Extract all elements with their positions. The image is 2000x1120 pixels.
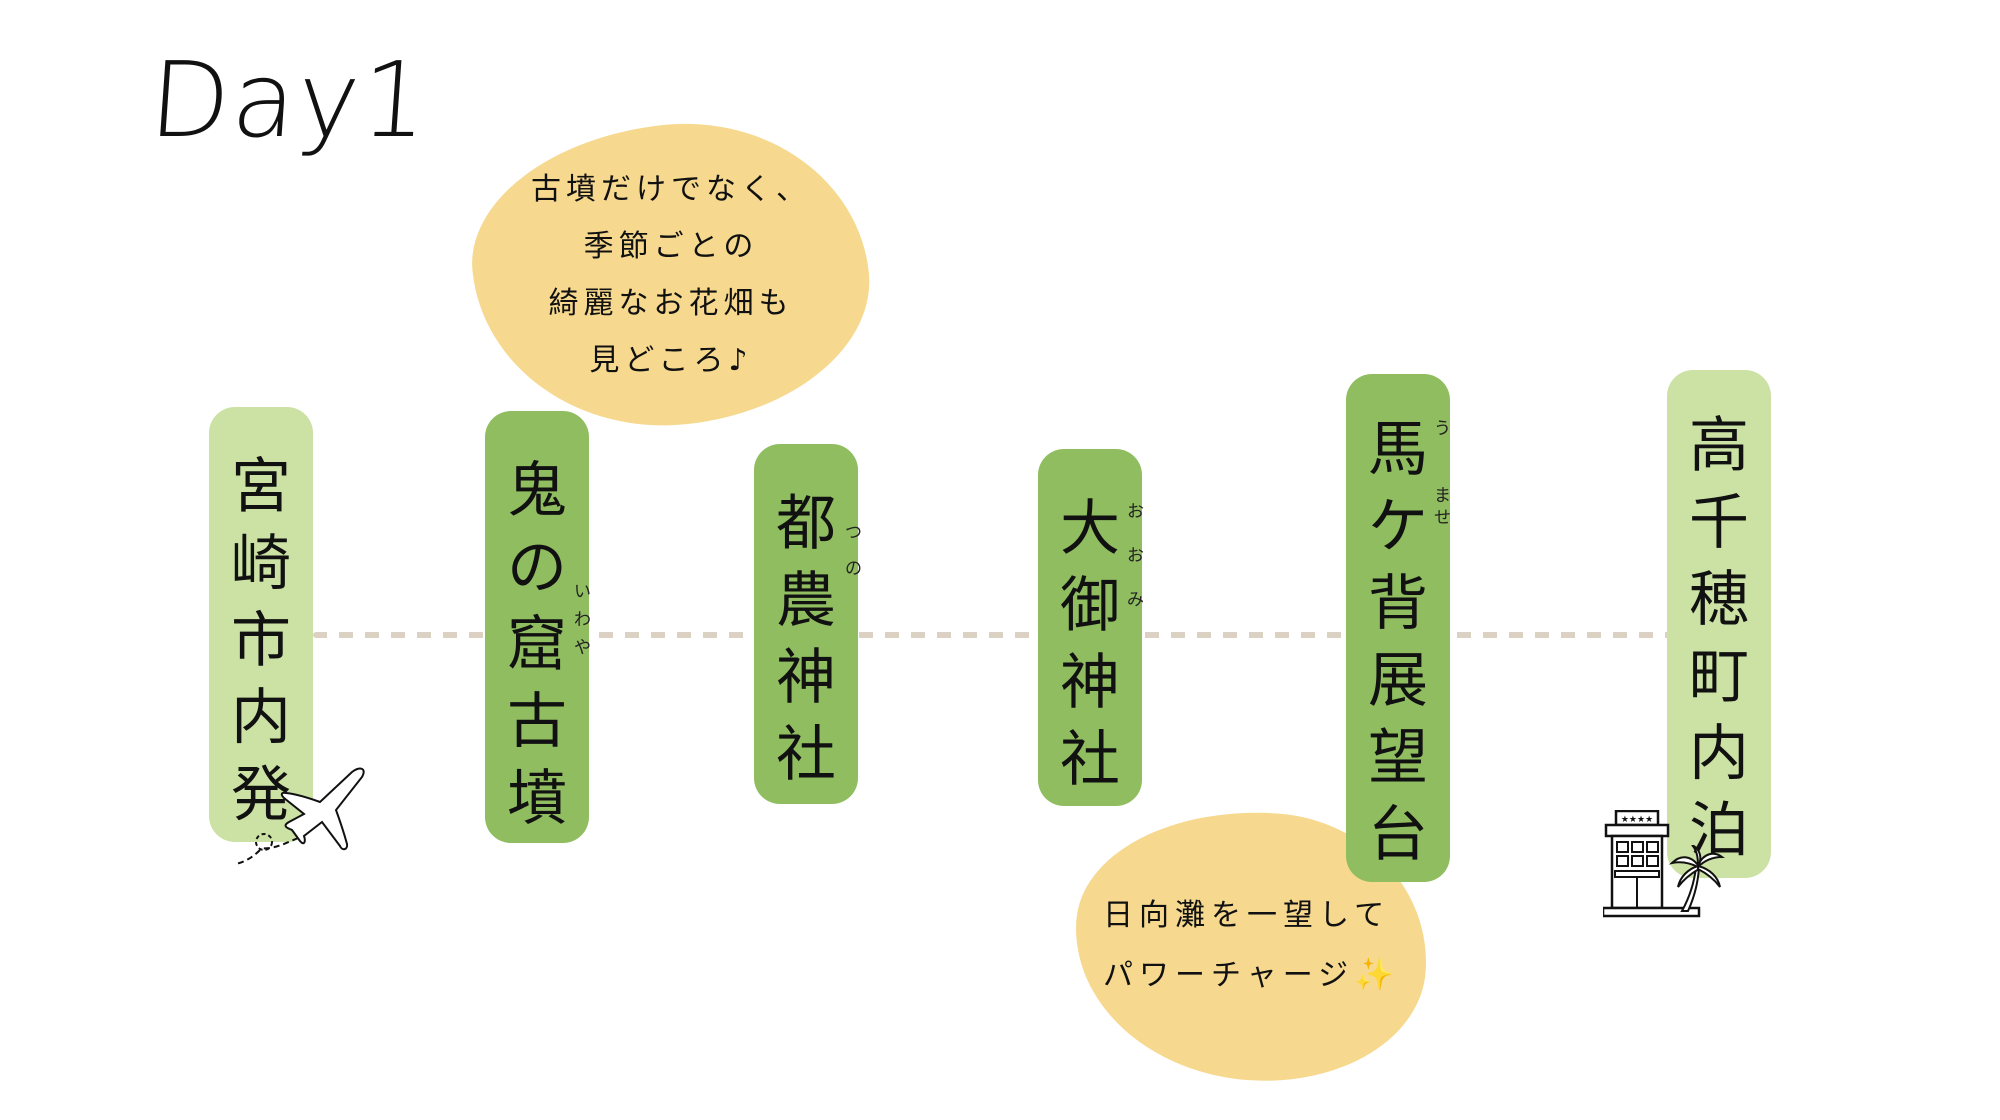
ruby-char: わ	[574, 610, 591, 630]
ruby-char: お	[1127, 546, 1144, 566]
note-line: 綺麗なお花畑も	[548, 286, 794, 321]
svg-text:★★★★: ★★★★	[1621, 815, 1653, 825]
stop-char: 古	[507, 687, 567, 757]
stop-char: 町	[1689, 642, 1749, 712]
stop-char: の	[507, 533, 567, 603]
stop-char: 農	[776, 566, 836, 636]
ruby-char: み	[1127, 590, 1144, 610]
route-line	[313, 632, 1673, 638]
ruby-char: お	[1127, 502, 1144, 522]
hotel-icon: ★★★★	[1603, 810, 1723, 920]
ruby-oomi: お お み	[1127, 490, 1144, 622]
stop-char: 内	[231, 683, 291, 753]
stop-char: 神	[1060, 648, 1120, 718]
ruby-char: せ	[1434, 508, 1451, 528]
note-text: パワーチャージ	[1102, 957, 1354, 993]
stop-char: 社	[1060, 725, 1120, 795]
stop-char: 穂	[1689, 565, 1749, 635]
sparkles-icon: ✨	[1353, 954, 1400, 993]
ruby-char: の	[845, 559, 862, 579]
palm-tree-icon	[1668, 845, 1728, 915]
stop-char: 高	[1689, 411, 1749, 481]
stop-char: 御	[1060, 571, 1120, 641]
stop-oni-no-iwaya-kofun: 鬼 の 窟 古 墳	[485, 411, 589, 843]
stop-char: 宮	[231, 452, 291, 522]
note-bubble-kofun: 古墳だけでなく、 季節ごとの 綺麗なお花畑も 見どころ♪	[459, 105, 883, 445]
stop-oomi-jinja: 大 御 神 社	[1038, 449, 1142, 806]
stop-umagase-observatory: 馬 ケ 背 展 望 台	[1346, 374, 1450, 882]
ruby-char: や	[574, 638, 591, 658]
ruby-char: ま	[1434, 486, 1451, 506]
ruby-tsuno: つ の	[845, 512, 862, 584]
stop-char: 馬	[1368, 415, 1428, 485]
stop-char: 内	[1689, 719, 1749, 789]
stop-char: 社	[776, 720, 836, 790]
stop-char: 市	[231, 606, 291, 676]
page-title: Day1	[145, 39, 434, 161]
stop-char: 台	[1368, 800, 1428, 870]
ruby-iwaya: い わ や	[574, 578, 591, 662]
stop-miyazaki-departure: 宮 崎 市 内 発	[209, 407, 313, 842]
note-line: 見どころ♪	[589, 343, 753, 378]
stop-takachiho-stay: 高 千 穂 町 内 泊	[1667, 370, 1771, 878]
stop-char: 大	[1060, 494, 1120, 564]
airplane-icon	[234, 758, 374, 868]
stop-char: 展	[1368, 646, 1428, 716]
note-line: 季節ごとの	[583, 229, 759, 264]
stop-char: ケ	[1368, 492, 1428, 562]
stop-char: 墳	[507, 764, 567, 834]
stop-char: 望	[1368, 723, 1428, 793]
stop-char: 窟	[507, 610, 567, 680]
ruby-umase: う ま せ	[1434, 410, 1451, 528]
ruby-char: う	[1434, 419, 1451, 439]
stop-char: 都	[776, 489, 836, 559]
ruby-char: い	[574, 582, 591, 602]
note-line: パワーチャージ✨	[1103, 945, 1400, 1005]
stop-char: 神	[776, 643, 836, 713]
stop-char: 千	[1689, 488, 1749, 558]
note-line: 日向灘を一望して	[1102, 897, 1390, 933]
stop-char: 背	[1368, 569, 1428, 639]
stop-char: 崎	[231, 529, 291, 599]
ruby-char: つ	[845, 523, 862, 543]
stop-char: 鬼	[507, 456, 567, 526]
note-line: 古墳だけでなく、	[531, 172, 811, 207]
stop-tsuno-jinja: 都 農 神 社	[754, 444, 858, 804]
